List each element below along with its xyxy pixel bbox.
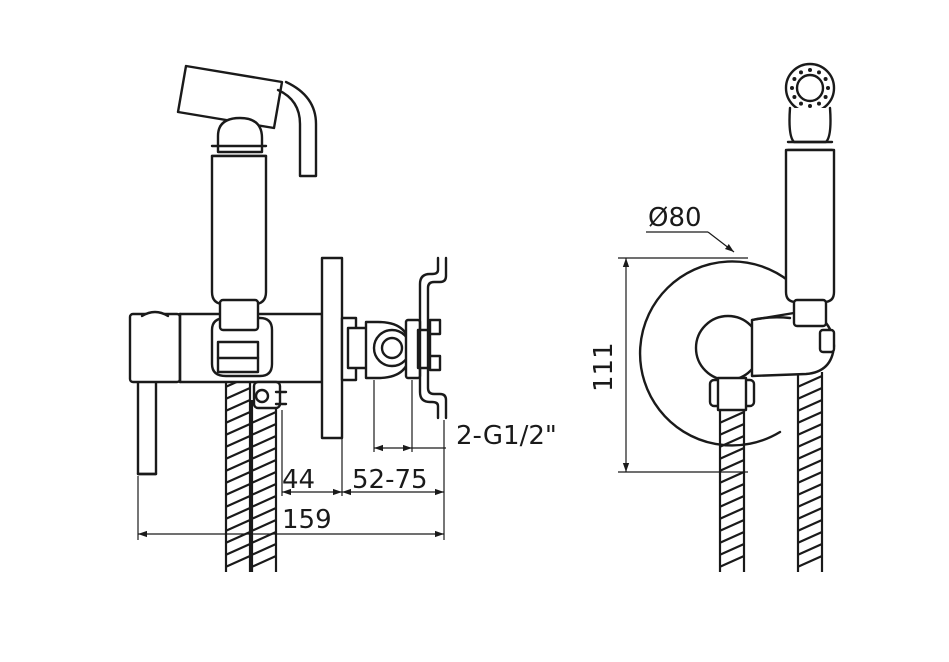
hose-coil-winding (797, 554, 823, 568)
hose-coil-winding (797, 422, 823, 436)
side-lever-handle (136, 360, 158, 476)
hose-coil-winding (797, 530, 823, 544)
side-hand-sprayer (176, 64, 318, 332)
hose-coil-winding (797, 410, 823, 424)
hose-coil-winding (225, 422, 251, 436)
hose-coil-winding (719, 470, 745, 484)
hose-coil-winding (797, 374, 823, 388)
hose-coil-winding (797, 518, 823, 532)
hose-coil-winding (225, 446, 251, 460)
hose-coil-winding (225, 554, 251, 568)
side-outlet-elbow (252, 380, 288, 410)
nozzle-hole (817, 101, 821, 106)
hose-coil-winding (251, 458, 277, 472)
side-view: 44 52-75 2-G1/2" 159 (128, 64, 557, 572)
nozzle-hole (799, 101, 803, 106)
dim-52-75-label: 52-75 (352, 465, 428, 495)
nozzle-hole (790, 86, 794, 90)
hose-coil-winding (797, 542, 823, 556)
hose-coil-winding (251, 506, 277, 520)
nozzle-hole (799, 70, 803, 75)
hose-coil-winding (251, 494, 277, 508)
front-lever-knob (694, 314, 762, 382)
hose-coil-winding (251, 554, 277, 568)
front-view: Ø80 111 (589, 62, 836, 572)
side-rear-fittings (340, 316, 432, 382)
front-round-flange (638, 260, 792, 447)
hose-coil-winding (719, 422, 745, 436)
front-dimension-lines (618, 231, 748, 473)
hose-coil-winding (719, 446, 745, 460)
hose-coil-winding (719, 530, 745, 544)
side-hose-left (224, 372, 252, 572)
front-hand-sprayer (784, 62, 836, 328)
hose-coil-winding (251, 446, 277, 460)
side-shower-holder (210, 316, 274, 378)
hose-coil-winding (797, 434, 823, 448)
hose-coil-winding (719, 494, 745, 508)
dim-diameter-label: Ø80 (648, 203, 702, 233)
dim-159-label: 159 (282, 505, 332, 535)
hose-coil-winding (719, 482, 745, 496)
nozzle-hole (823, 95, 828, 99)
hose-coil-winding (719, 518, 745, 532)
hose-coil-winding (251, 542, 277, 556)
front-hose-right (796, 372, 824, 572)
hose-coil-winding (797, 482, 823, 496)
hose-coil-winding (719, 506, 745, 520)
dim-44-label: 44 (282, 465, 315, 495)
hose-coil-winding (797, 386, 823, 400)
side-dimension-lines (137, 380, 446, 540)
hose-coil-winding (797, 398, 823, 412)
hose-coil-winding (251, 434, 277, 448)
front-holder-arm (750, 310, 836, 378)
hose-coil-winding (797, 470, 823, 484)
hose-coil-winding (719, 554, 745, 568)
front-hose-left (718, 400, 746, 572)
hose-coil-winding (797, 506, 823, 520)
dim-height-label: 111 (589, 342, 619, 392)
nozzle-hole (792, 95, 797, 99)
hose-coil-winding (225, 482, 251, 496)
hose-coil-winding (251, 470, 277, 484)
hose-coil-winding (225, 458, 251, 472)
hose-coil-winding (225, 542, 251, 556)
nozzle-hole (808, 104, 812, 108)
hose-coil-winding (225, 506, 251, 520)
hose-coil-winding (225, 518, 251, 532)
nozzle-hole (826, 86, 830, 90)
nozzle-hole (817, 70, 821, 75)
hose-coil-winding (225, 470, 251, 484)
hose-coil-winding (797, 494, 823, 508)
side-mounting-bracket (418, 256, 448, 420)
front-outlet-elbow (708, 376, 756, 412)
nozzle-hole (823, 77, 828, 81)
hose-coil-winding (251, 518, 277, 532)
side-wall-flange (320, 256, 344, 440)
hose-coil-winding (251, 410, 277, 424)
hose-coil-winding (225, 434, 251, 448)
dim-thread-label: 2-G1/2" (456, 421, 557, 451)
hose-coil-winding (797, 458, 823, 472)
hose-coil-winding (719, 458, 745, 472)
hose-coil-winding (225, 386, 251, 400)
hose-coil-winding (719, 410, 745, 424)
side-hose-right (250, 400, 278, 572)
hose-coil-winding (225, 410, 251, 424)
hose-coil-winding (719, 542, 745, 556)
hose-coil-winding (251, 422, 277, 436)
hose-coil-winding (225, 398, 251, 412)
hose-coil-winding (797, 446, 823, 460)
front-nozzle-holes (790, 68, 830, 108)
hose-coil-winding (225, 494, 251, 508)
nozzle-hole (808, 68, 812, 72)
hose-coil-winding (251, 482, 277, 496)
nozzle-hole (792, 77, 797, 81)
